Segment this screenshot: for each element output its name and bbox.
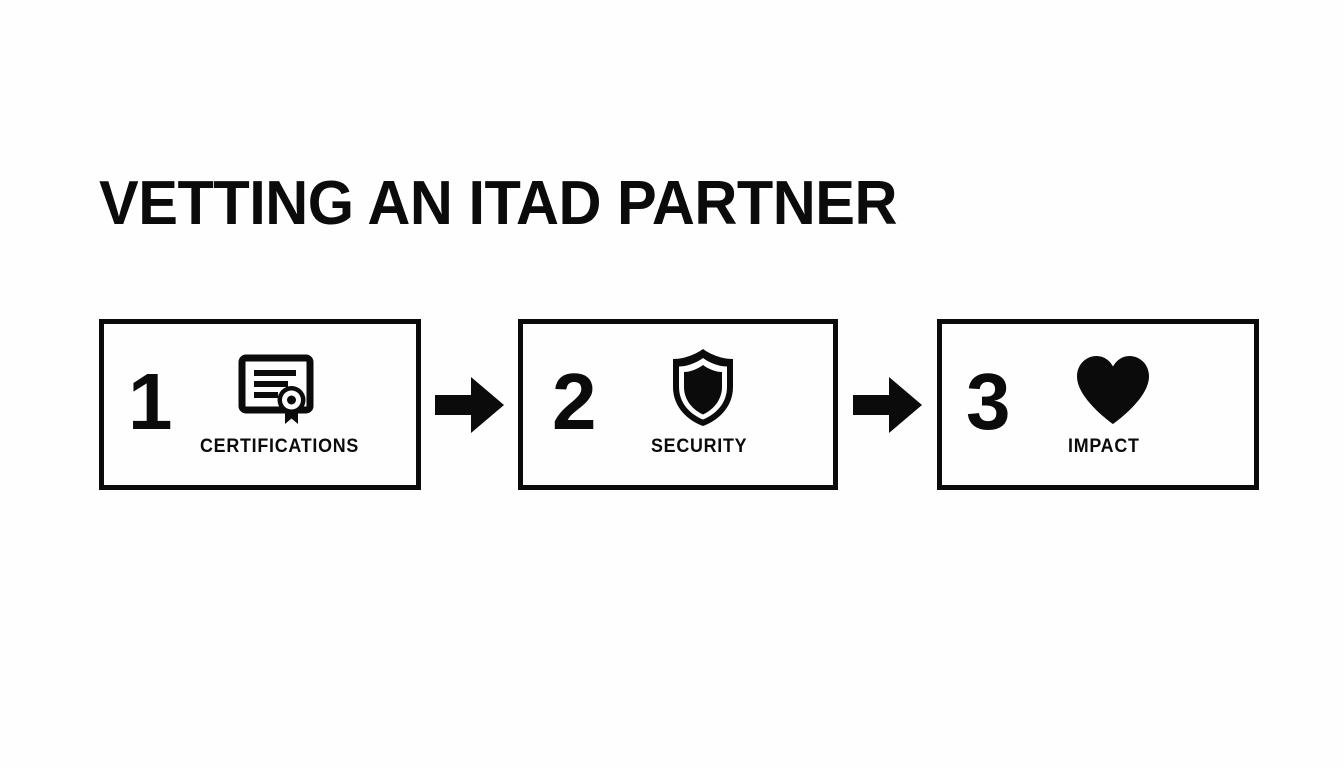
certificate-icon — [238, 354, 316, 428]
page-title: VETTING AN ITAD PARTNER — [99, 169, 897, 238]
step-label-certifications: CERTIFICATIONS — [200, 436, 360, 457]
step-number-1: 1 — [128, 357, 172, 446]
shield-icon — [668, 347, 738, 429]
heart-icon — [1074, 354, 1152, 426]
step-card-certifications[interactable]: 1 — [99, 319, 421, 490]
step-card-content: 3 IMPACT — [942, 324, 1254, 485]
step-card-content: 2 SECURITY — [523, 324, 833, 485]
flow-connector-2 — [838, 375, 937, 435]
arrow-right-icon — [434, 375, 505, 435]
process-flow: 1 — [99, 319, 1259, 490]
step-number-3: 3 — [966, 357, 1010, 446]
step-card-content: 1 — [104, 324, 416, 485]
flow-connector-1 — [421, 375, 518, 435]
step-card-security[interactable]: 2 SECURITY — [518, 319, 838, 490]
step-number-2: 2 — [552, 357, 596, 446]
arrow-right-icon — [852, 375, 923, 435]
step-label-impact: IMPACT — [1068, 436, 1140, 457]
step-card-impact[interactable]: 3 IMPACT — [937, 319, 1259, 490]
step-label-security: SECURITY — [651, 436, 748, 457]
